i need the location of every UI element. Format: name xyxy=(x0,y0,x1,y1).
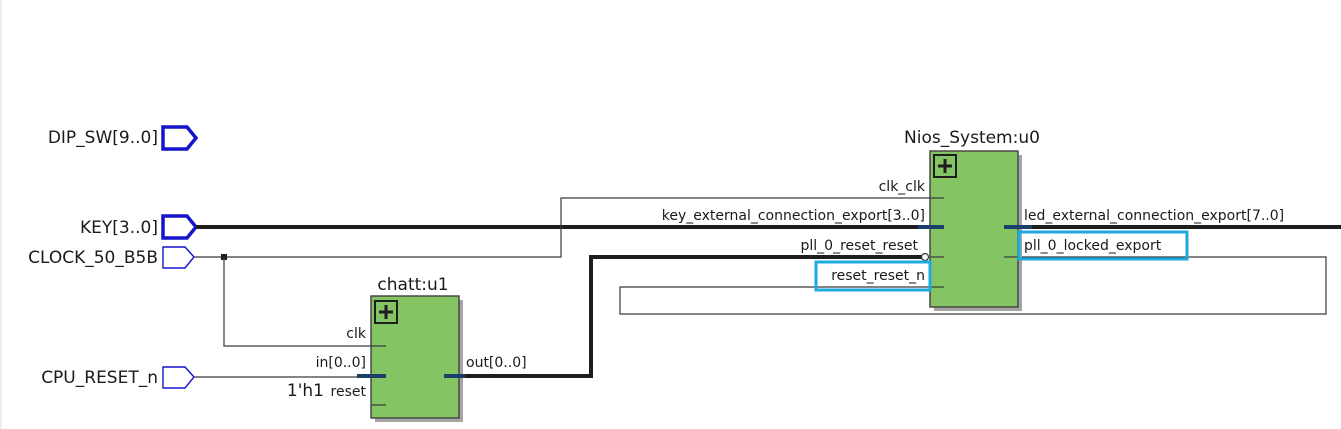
port-dip-sw[interactable]: DIP_SW[9..0] xyxy=(48,125,199,151)
svg-text:DIP_SW[9..0]: DIP_SW[9..0] xyxy=(48,128,158,148)
svg-text:KEY[3..0]: KEY[3..0] xyxy=(80,218,158,238)
nios-pin-reset: reset_reset_n xyxy=(831,268,925,284)
chatt-block[interactable]: chatt:u1 clk in[0..0] reset 1'h1 out[0..… xyxy=(287,275,527,422)
port-cpu-reset[interactable]: CPU_RESET_n xyxy=(41,366,195,389)
input-port-icon xyxy=(162,366,195,389)
highlight-reset-pin xyxy=(814,260,932,292)
port-clock[interactable]: CLOCK_50_B5B xyxy=(28,246,195,269)
chatt-out-wire[interactable] xyxy=(459,255,922,378)
chatt-const-value: 1'h1 xyxy=(287,381,324,401)
nios-pin-pll-locked: pll_0_locked_export xyxy=(1024,238,1162,254)
svg-text:CLOCK_50_B5B: CLOCK_50_B5B xyxy=(28,248,158,268)
inverter-bubble xyxy=(920,252,930,262)
chatt-pin-clk: clk xyxy=(346,326,367,342)
port-key[interactable]: KEY[3..0] xyxy=(80,214,199,240)
input-port-icon xyxy=(161,125,199,151)
svg-text:CPU_RESET_n: CPU_RESET_n xyxy=(41,368,158,388)
pll-locked-loop-wire[interactable] xyxy=(619,256,1327,315)
wires xyxy=(194,197,1341,378)
chatt-pin-out: out[0..0] xyxy=(466,355,527,371)
nios-pin-clk: clk_clk xyxy=(879,179,926,195)
expand-plus-icon[interactable] xyxy=(933,154,957,178)
nios-pin-led: led_external_connection_export[7..0] xyxy=(1024,208,1284,224)
input-port-icon xyxy=(162,246,195,269)
nios-pin-key: key_external_connection_export[3..0] xyxy=(662,208,925,224)
highlight-pll-locked-pin xyxy=(1017,230,1189,261)
nios-block[interactable]: Nios_System:u0 clk_clk key_external_conn… xyxy=(662,128,1284,311)
nios-pin-pll-reset: pll_0_reset_reset xyxy=(801,238,919,254)
chatt-title: chatt:u1 xyxy=(377,275,448,295)
chatt-pin-in: in[0..0] xyxy=(316,355,366,371)
chatt-pin-reset: reset xyxy=(331,384,367,400)
clock-to-chatt-wire[interactable] xyxy=(223,257,371,347)
input-port-icon xyxy=(161,214,199,240)
clock-wire[interactable] xyxy=(194,197,930,258)
expand-plus-icon[interactable] xyxy=(374,300,398,324)
nios-title: Nios_System:u0 xyxy=(904,128,1040,148)
